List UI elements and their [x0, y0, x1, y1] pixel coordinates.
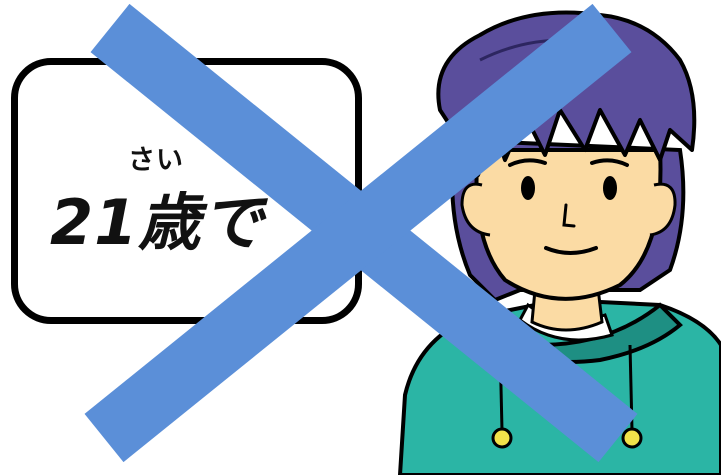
- hoodie-string-tip-left: [491, 427, 513, 449]
- eye-left: [521, 176, 535, 200]
- x-mark-stroke-2: [84, 3, 632, 463]
- eyebrow-left: [508, 158, 547, 167]
- eye-right: [603, 176, 617, 200]
- eyebrow-right: [590, 158, 629, 167]
- nose: [562, 203, 576, 228]
- ear-right: [649, 182, 677, 237]
- mouth: [544, 246, 598, 255]
- age-sign-furigana: さい: [128, 145, 184, 176]
- age-sign-text: 21歳で: [50, 186, 265, 259]
- hoodie-string-tip-right: [621, 427, 643, 449]
- ear-left: [460, 182, 491, 237]
